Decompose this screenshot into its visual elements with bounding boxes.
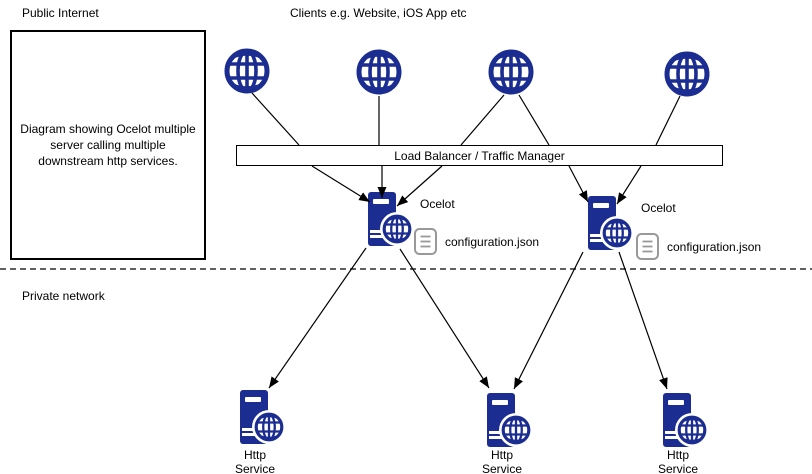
arrow-connector xyxy=(616,165,642,205)
note-box: Diagram showing Ocelot multiple server c… xyxy=(10,30,206,260)
ocelot-to-service-arrows xyxy=(268,247,668,390)
arrow-connector xyxy=(568,165,589,203)
config-file-label-2: configuration.json xyxy=(667,240,762,254)
arrow-connector xyxy=(513,251,584,390)
client-globe-icon-1 xyxy=(227,49,267,93)
http-service-label-3: Http Service xyxy=(657,448,698,474)
http-service-server-icon-1 xyxy=(240,390,286,444)
load-balancer-box: Load Balancer / Traffic Manager xyxy=(236,145,723,166)
clients-title-label: Clients e.g. Website, iOS App etc xyxy=(290,6,467,20)
connector-line xyxy=(460,94,505,146)
ocelot-label-2: Ocelot xyxy=(641,201,676,215)
ocelot-server-icon-1 xyxy=(368,192,414,246)
http-service-label-1: Http Service xyxy=(234,448,275,474)
http-service-label-2: Http Service xyxy=(481,448,522,474)
config-document-icon-2 xyxy=(636,233,659,260)
arrow-connector xyxy=(268,247,367,389)
load-balancer-label: Load Balancer / Traffic Manager xyxy=(394,148,565,163)
arrow-connector xyxy=(396,165,443,207)
http-service-server-icon-2 xyxy=(487,393,533,447)
connector-line xyxy=(518,94,550,146)
client-to-lb-lines xyxy=(251,92,681,146)
note-box-text: Diagram showing Ocelot multiple server c… xyxy=(20,122,196,168)
connector-line xyxy=(251,92,300,146)
ocelot-label-1: Ocelot xyxy=(420,197,455,211)
client-globe-icon-4 xyxy=(667,52,707,96)
http-service-server-icon-3 xyxy=(663,393,709,447)
private-network-label: Private network xyxy=(22,289,105,303)
config-document-icon-1 xyxy=(414,228,437,255)
public-internet-label: Public Internet xyxy=(22,6,99,20)
client-globe-icon-3 xyxy=(491,50,531,94)
arrow-connector xyxy=(399,248,490,389)
config-file-label-1: configuration.json xyxy=(445,235,540,249)
client-globe-icon-2 xyxy=(359,50,399,94)
arrow-connector xyxy=(618,251,668,390)
connector-line xyxy=(655,95,681,146)
arrow-connector xyxy=(311,165,371,203)
lb-to-ocelot-arrows xyxy=(311,165,642,207)
ocelot-server-icon-2 xyxy=(588,196,634,250)
